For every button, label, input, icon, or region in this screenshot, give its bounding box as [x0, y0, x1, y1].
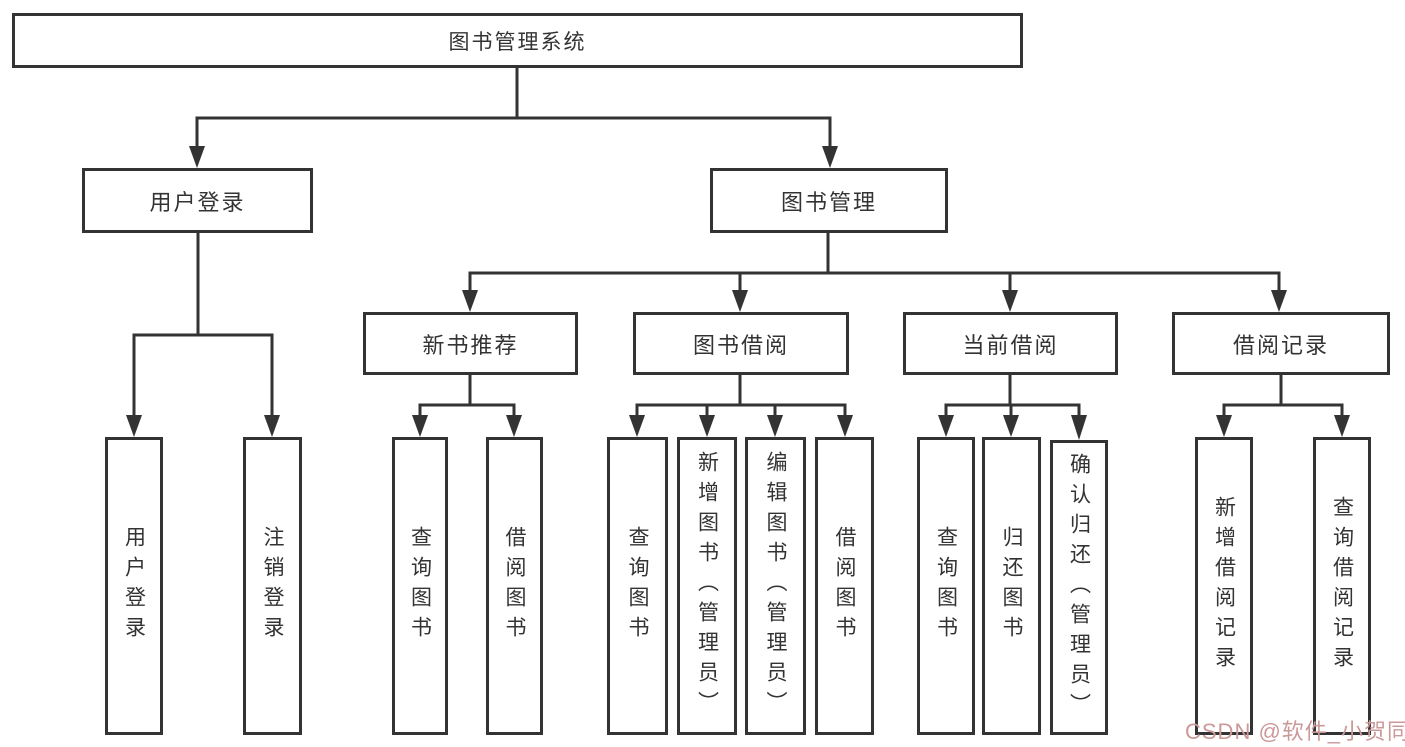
node-leaf-bb-edit-books-admin-label: 编辑图书（管理员） [764, 451, 787, 721]
node-leaf-cb-confirm-return-admin-label: 确认归还（管理员） [1067, 452, 1091, 723]
node-user-login-label: 用户登录 [149, 189, 246, 215]
csdn-watermark: CSDN @软件_小贺同学 [1185, 719, 1405, 744]
node-leaf-bb-borrow-books: 借阅图书 [815, 437, 874, 735]
node-leaf-nb-borrow-books: 借阅图书 [486, 437, 543, 735]
node-leaf-cb-query-books-label: 查询图书 [934, 526, 958, 646]
node-borrowing-records: 借阅记录 [1172, 312, 1390, 375]
node-book-management: 图书管理 [710, 168, 948, 233]
node-book-borrowing: 图书借阅 [633, 312, 849, 375]
node-leaf-cb-query-books: 查询图书 [917, 437, 975, 735]
node-leaf-bb-borrow-books-label: 借阅图书 [833, 526, 856, 646]
node-new-book-recommend-label: 新书推荐 [422, 332, 519, 358]
node-leaf-user-login-label: 用户登录 [122, 526, 146, 646]
node-leaf-bb-query-books-label: 查询图书 [626, 526, 649, 646]
node-leaf-cb-confirm-return-admin: 确认归还（管理员） [1050, 440, 1108, 735]
node-current-borrowing: 当前借阅 [903, 312, 1118, 375]
node-leaf-nb-query-books: 查询图书 [392, 437, 448, 735]
node-leaf-br-add-record-label: 新增借阅记录 [1212, 496, 1236, 676]
node-leaf-cb-return-books-label: 归还图书 [1000, 526, 1023, 646]
node-root: 图书管理系统 [12, 13, 1023, 68]
node-leaf-nb-borrow-books-label: 借阅图书 [503, 526, 526, 646]
node-leaf-cb-return-books: 归还图书 [982, 437, 1041, 735]
node-leaf-bb-query-books: 查询图书 [607, 437, 668, 735]
node-book-management-label: 图书管理 [780, 189, 877, 215]
node-leaf-bb-add-books-admin-label: 新增图书（管理员） [695, 451, 719, 721]
node-leaf-bb-edit-books-admin: 编辑图书（管理员） [745, 437, 806, 735]
node-user-login: 用户登录 [82, 168, 313, 233]
node-leaf-bb-add-books-admin: 新增图书（管理员） [677, 437, 737, 735]
node-leaf-br-query-record: 查询借阅记录 [1313, 437, 1371, 735]
node-borrowing-records-label: 借阅记录 [1232, 332, 1329, 358]
node-leaf-br-query-record-label: 查询借阅记录 [1330, 496, 1354, 676]
node-leaf-user-login: 用户登录 [105, 437, 163, 735]
node-new-book-recommend: 新书推荐 [363, 312, 578, 375]
node-book-borrowing-label: 图书借阅 [692, 332, 789, 358]
node-leaf-nb-query-books-label: 查询图书 [408, 526, 432, 646]
node-leaf-logout: 注销登录 [243, 437, 302, 735]
node-leaf-logout-label: 注销登录 [261, 526, 284, 646]
node-current-borrowing-label: 当前借阅 [962, 332, 1059, 358]
node-root-label: 图书管理系统 [448, 30, 587, 54]
node-leaf-br-add-record: 新增借阅记录 [1195, 437, 1253, 735]
